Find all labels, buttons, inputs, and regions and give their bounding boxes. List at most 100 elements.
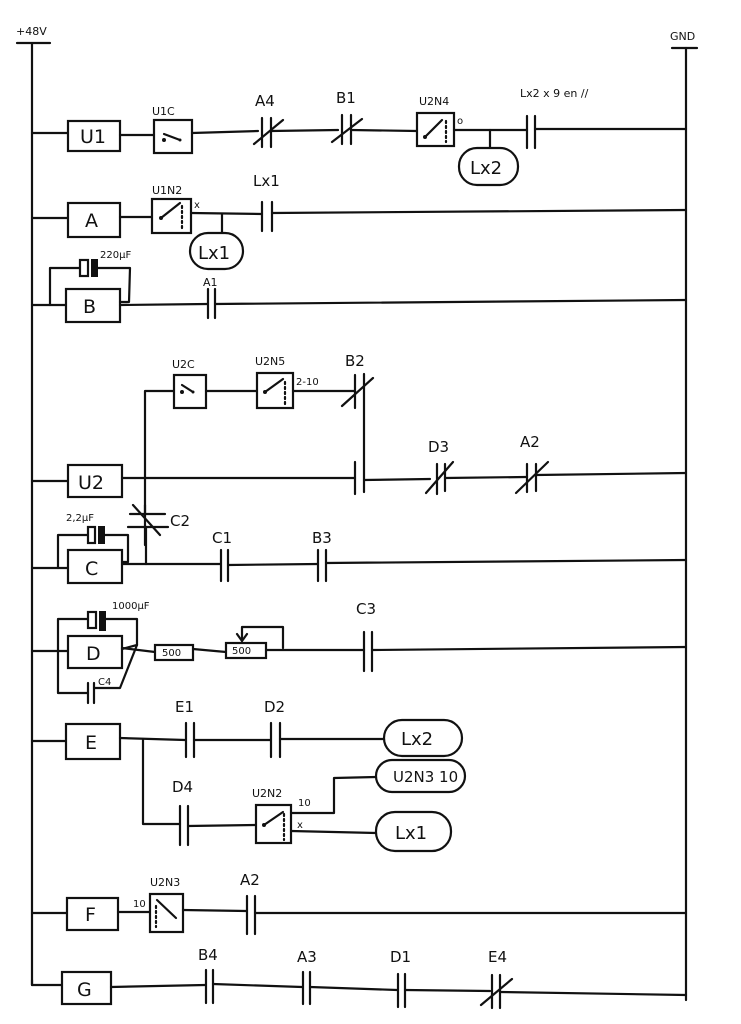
no-contact-Lx1[interactable] [260,200,274,233]
no-contact-B3[interactable] [316,548,328,583]
label-A2: A2 [520,433,540,451]
label-U2N5: U2N5 [255,355,285,368]
terminal-U2N3: 10 [133,899,146,910]
coil-C[interactable] [66,548,124,585]
no-contact-D2[interactable] [269,721,282,759]
coil-F-label: F [85,904,96,926]
coil-G[interactable] [60,970,113,1006]
no-contact-C1[interactable] [219,548,230,583]
rung-7: E E1 D2 Lx2 D4 U2N2 [30,698,467,853]
rung-1: U1 U1C A4 B1 U2N4 o [30,87,688,187]
nc-contact-A2[interactable] [514,460,550,495]
lamp-Lx1-E[interactable] [374,810,453,853]
label-E4: E4 [488,948,507,966]
no-contact-Lx2[interactable] [525,114,537,150]
no-contact-A1[interactable] [206,287,217,320]
coil-D[interactable] [66,634,124,670]
coil-G-label: G [77,979,92,1001]
terminal-U2N2-top: 10 [298,798,311,809]
left-rail: +48V [15,25,52,987]
no-contact-B4[interactable] [204,968,215,1005]
no-contact-D4[interactable] [178,804,190,847]
capacitor-220uF[interactable] [78,258,98,278]
potentiometer-500[interactable] [224,625,285,660]
left-rail-label: +48V [16,25,47,38]
rung-3: B 220µF A1 [30,250,688,324]
label-C1: C1 [212,529,232,547]
no-contact-D1[interactable] [396,972,407,1009]
rung-4: U2 U2C U2N5 2-10 B2 [30,352,688,547]
rung-9: G B4 A3 D1 E4 [30,946,688,1010]
coil-U2[interactable] [66,463,124,499]
coil-U2-label: U2 [78,472,104,494]
coil-E[interactable] [64,722,122,761]
lamp-Lx1-label: Lx1 [198,243,230,264]
timer-contact-U1C[interactable] [152,118,194,155]
lamp-Lx2-E[interactable] [382,718,464,758]
timer-changeover-U2N5[interactable] [255,371,295,410]
label-Lx1-contact: Lx1 [253,172,280,190]
label-U2N2: U2N2 [252,787,282,800]
coil-U1-label: U1 [80,126,106,148]
label-B4: B4 [198,946,218,964]
lamp-Lx1[interactable] [188,231,245,271]
label-U1C: U1C [152,105,175,118]
label-A1: A1 [203,276,218,289]
label-1000uF: 1000µF [112,601,150,612]
no-contact-E1[interactable] [184,721,196,759]
terminal-U2N2-bottom: x [297,820,303,831]
label-2-2uF: 2,2µF [66,513,94,524]
coil-A[interactable] [66,201,122,239]
timer-contact-U2C[interactable] [172,373,208,410]
label-B2: B2 [345,352,365,370]
right-rail: GND [670,30,699,1002]
lamp-Lx1-E-label: Lx1 [395,823,427,844]
timer-contact-U2N3[interactable] [148,892,185,934]
label-B1: B1 [336,89,356,107]
coil-C-label: C [85,558,98,580]
coil-F[interactable] [65,896,120,932]
no-contact-A2-F[interactable] [245,894,257,936]
label-D1: D1 [390,948,411,966]
label-B3: B3 [312,529,332,547]
label-U1N2: U1N2 [152,184,182,197]
terminal-U2N5: 2-10 [296,377,319,388]
label-D3: D3 [428,438,449,456]
resistor-500[interactable] [153,643,195,662]
coil-B-label: B [83,296,96,318]
no-contact-C3[interactable] [362,630,374,673]
label-D4: D4 [172,778,193,796]
label-E1: E1 [175,698,194,716]
nc-contact-A4[interactable] [252,116,285,149]
label-resistor-500: 500 [162,648,181,659]
timer-changeover-U2N2[interactable] [254,803,293,845]
rung-6: D 1000µF C4 500 500 C3 [30,600,688,705]
label-D2: D2 [264,698,285,716]
rung-8: F 10 U2N3 A2 [30,871,688,936]
lamp-U2N3-10[interactable] [374,758,467,794]
timer-changeover-U2N4[interactable] [415,111,456,148]
label-U2N3: U2N3 [150,876,180,889]
capacitor-1000uF[interactable] [86,610,106,631]
coil-B[interactable] [64,287,122,324]
label-C2: C2 [170,512,190,530]
nc-contact-C2[interactable] [126,503,170,566]
coil-E-label: E [85,732,97,754]
coil-D-label: D [86,643,101,665]
no-contact-C4[interactable] [86,681,96,705]
rung-2: A U1N2 x Lx1 Lx1 [30,172,688,271]
label-220uF: 220µF [100,250,131,261]
label-C3: C3 [356,600,376,618]
lamp-Lx2[interactable] [457,146,520,187]
capacitor-2-2uF[interactable] [86,525,105,545]
rung-5: C 2,2µF C2 C1 B3 [30,503,688,585]
label-Lx2-parallel: Lx2 x 9 en // [520,87,589,100]
timer-changeover-U1N2[interactable] [150,197,193,235]
terminal-U1N2: x [194,200,200,211]
no-contact-A3[interactable] [301,970,312,1006]
nc-contact-B2[interactable] [340,372,375,494]
label-A2-F: A2 [240,871,260,889]
label-C4: C4 [98,677,111,688]
label-A4: A4 [255,92,275,110]
